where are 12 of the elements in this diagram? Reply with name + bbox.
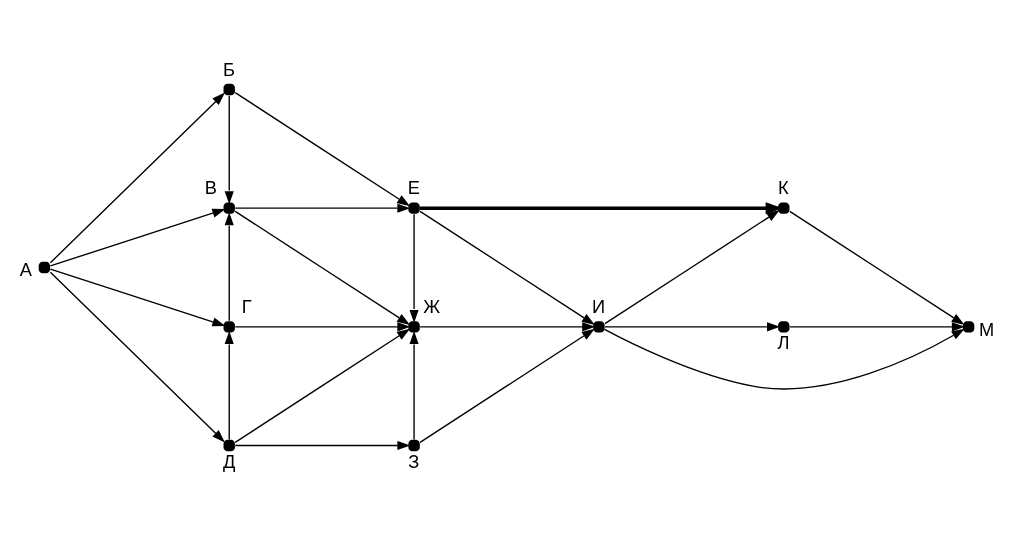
node-label: А bbox=[19, 258, 32, 280]
node-label: М bbox=[978, 318, 994, 340]
node-label: Е bbox=[407, 176, 420, 198]
node-label: Г bbox=[241, 295, 252, 317]
node-label: Ж bbox=[422, 295, 440, 317]
node-label: В bbox=[204, 176, 217, 198]
node-label: Д bbox=[222, 450, 235, 472]
node-label: Л bbox=[777, 331, 789, 353]
node-label: К bbox=[777, 176, 789, 198]
node-label: И bbox=[591, 295, 605, 317]
node-label: З bbox=[407, 450, 419, 472]
node-label: Б bbox=[222, 58, 235, 80]
